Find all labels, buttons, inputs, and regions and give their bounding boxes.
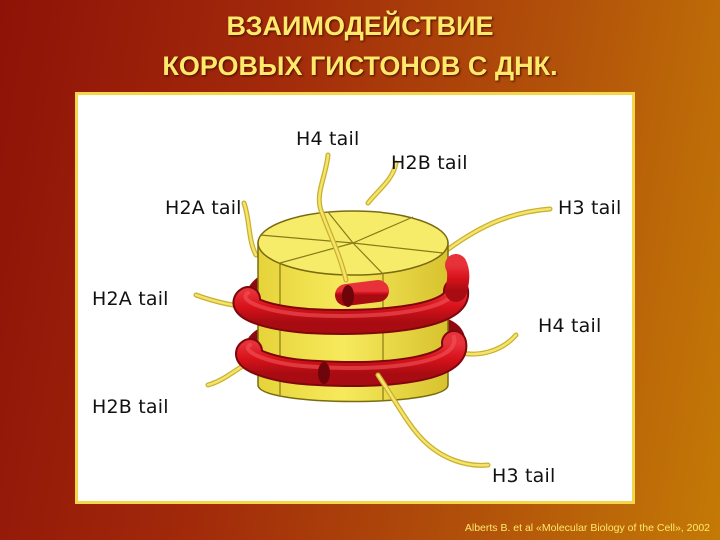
nucleosome-diagram-panel: H4 tail H2B tail H2A tail H3 tail H2A ta… [75,92,635,504]
label-h4-tail-right: H4 tail [538,315,602,337]
label-h3-tail-right: H3 tail [558,197,622,219]
label-h2b-tail-top: H2B tail [391,152,468,174]
label-h2a-tail-upper: H2A tail [165,197,242,219]
label-h4-tail-top: H4 tail [296,128,360,150]
nucleosome-illustration [193,152,553,468]
label-h2b-tail-bottom: H2B tail [92,396,169,418]
label-h3-tail-bottom: H3 tail [492,465,556,487]
dna-double-helix [232,254,470,387]
slide-title-line1: ВЗАИМОДЕЙСТВИЕ [226,11,494,41]
h3-right-tail [437,206,553,258]
label-h2a-tail-lower: H2A tail [92,288,169,310]
slide-title-line2: КОРОВЫХ ГИСТОНОВ С ДНК. [162,51,558,81]
citation-credit: Alberts B. et al «Molecular Biology of t… [464,522,710,534]
